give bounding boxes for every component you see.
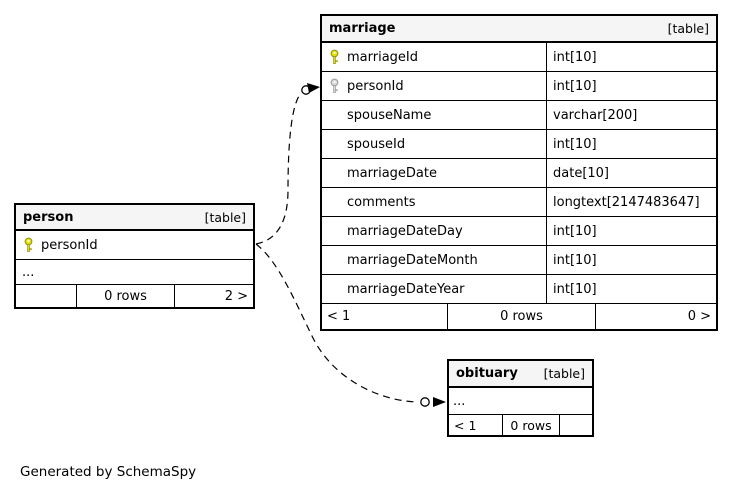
- table-marriage[interactable]: marriage [table] marriageId int[10] pers…: [320, 14, 718, 331]
- footer-prev-pages: [16, 285, 77, 307]
- table-row[interactable]: comments longtext[2147483647]: [322, 188, 716, 217]
- column-type: date[10]: [546, 159, 716, 187]
- column-name: marriageDate: [347, 165, 437, 181]
- table-obituary-tag: [table]: [543, 366, 585, 381]
- column-type: int[10]: [546, 217, 716, 245]
- column-name: marriageDateDay: [347, 223, 463, 239]
- connector-arrow-marriage: [307, 83, 320, 93]
- table-marriage-name[interactable]: marriage: [329, 21, 396, 36]
- footer-row-count: 0 rows: [503, 415, 560, 435]
- foreign-key-icon: [329, 78, 347, 94]
- column-name: personId: [41, 237, 98, 253]
- table-row[interactable]: marriageDateYear int[10]: [322, 275, 716, 304]
- footer-next-pages: 0 >: [687, 309, 711, 324]
- column-name: comments: [347, 194, 416, 210]
- column-name: marriageId: [347, 49, 419, 65]
- table-person-header: person [table]: [16, 205, 253, 231]
- table-person-name[interactable]: person: [23, 209, 74, 225]
- connector-person-obituary: [255, 243, 419, 403]
- footer-prev-pages: < 1: [322, 304, 448, 329]
- table-marriage-header: marriage [table]: [322, 16, 716, 43]
- table-row[interactable]: marriageId int[10]: [322, 43, 716, 72]
- table-marriage-tag: [table]: [667, 21, 709, 36]
- connector-arrow-obituary: [433, 397, 446, 407]
- footer-row-count: 0 rows: [448, 304, 596, 329]
- connector-person-marriage: [255, 92, 302, 245]
- table-row[interactable]: marriageDate date[10]: [322, 159, 716, 188]
- footer-prev-pages: < 1: [449, 415, 503, 435]
- column-type: int[10]: [546, 72, 716, 100]
- table-row[interactable]: personId int[10]: [322, 72, 716, 101]
- connector-circle-obituary: [420, 397, 430, 407]
- column-type: int[10]: [546, 275, 716, 303]
- table-person[interactable]: person [table] personId ... 0 rows 2 >: [14, 203, 255, 309]
- column-type: longtext[2147483647]: [546, 188, 716, 216]
- table-row-ellipsis[interactable]: ...: [449, 388, 592, 415]
- table-obituary[interactable]: obituary [table] ... < 1 0 rows: [447, 359, 594, 437]
- footer-next-pages: [560, 415, 592, 435]
- table-row[interactable]: marriageDateDay int[10]: [322, 217, 716, 246]
- table-obituary-name[interactable]: obituary: [456, 366, 518, 381]
- table-row[interactable]: personId: [16, 231, 253, 260]
- table-person-tag: [table]: [204, 209, 246, 225]
- table-person-footer: 0 rows 2 >: [16, 285, 253, 307]
- footer-next-pages: 2 >: [224, 288, 248, 304]
- column-type: varchar[200]: [546, 101, 716, 129]
- table-obituary-header: obituary [table]: [449, 361, 592, 388]
- table-row[interactable]: spouseName varchar[200]: [322, 101, 716, 130]
- generator-note: Generated by SchemaSpy: [20, 464, 197, 480]
- primary-key-icon: [329, 49, 347, 65]
- column-name: ...: [22, 264, 35, 280]
- table-row-ellipsis[interactable]: ...: [16, 260, 253, 285]
- table-obituary-footer: < 1 0 rows: [449, 415, 592, 435]
- footer-row-count: 0 rows: [77, 285, 175, 307]
- table-row[interactable]: marriageDateMonth int[10]: [322, 246, 716, 275]
- column-type: int[10]: [546, 246, 716, 274]
- column-type: int[10]: [546, 130, 716, 158]
- column-name: personId: [347, 78, 404, 94]
- column-name: spouseId: [347, 136, 406, 152]
- primary-key-icon: [23, 237, 41, 253]
- column-name: marriageDateMonth: [347, 252, 478, 268]
- column-type: int[10]: [546, 43, 716, 71]
- table-marriage-footer: < 1 0 rows 0 >: [322, 304, 716, 329]
- column-name: marriageDateYear: [347, 281, 465, 297]
- column-name: ...: [453, 393, 466, 409]
- column-name: spouseName: [347, 107, 432, 123]
- table-row[interactable]: spouseId int[10]: [322, 130, 716, 159]
